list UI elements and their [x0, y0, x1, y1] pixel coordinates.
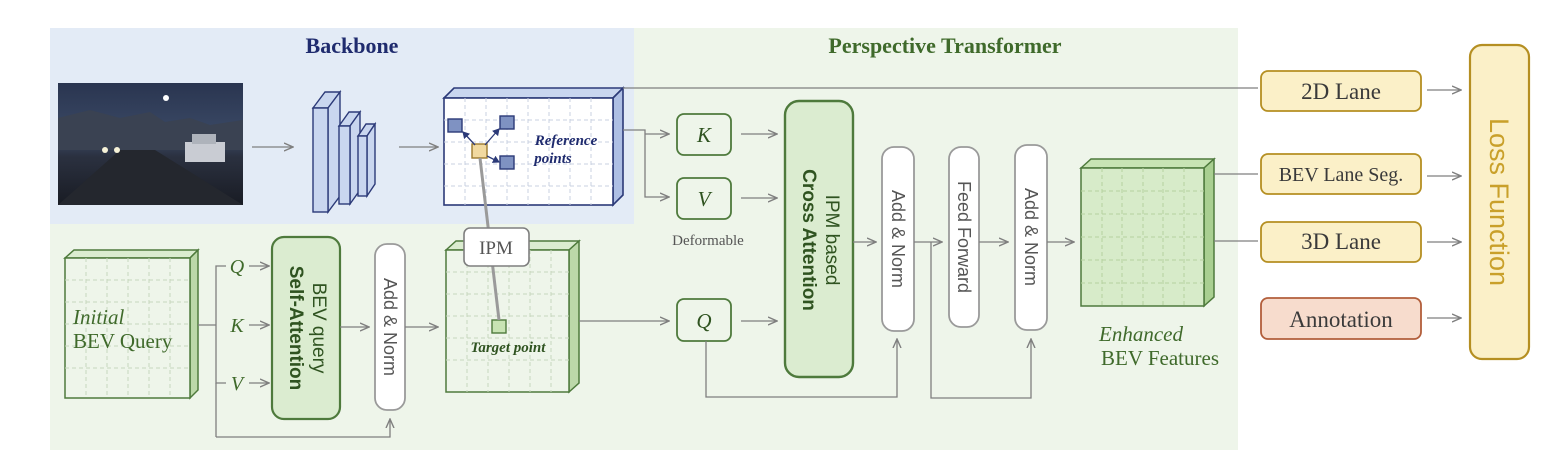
loss-function-label: Loss Function [1484, 118, 1514, 286]
output-2d-lane-label: 2D Lane [1301, 79, 1381, 104]
camera-image [58, 83, 243, 205]
reference-point-marker [499, 155, 515, 170]
enhanced-bev-features [1079, 157, 1216, 308]
v-box: V [676, 177, 732, 220]
k-box: K [676, 113, 732, 156]
reference-points-label-line2: points [532, 151, 572, 167]
add-norm-block-2: Add & Norm [881, 146, 915, 332]
cnn-backbone-blocks [311, 89, 377, 215]
output-3d-lane-label: 3D Lane [1301, 229, 1381, 254]
loss-function-block: Loss Function [1468, 43, 1531, 361]
output-bev-lane-seg-label: BEV Lane Seg. [1279, 164, 1404, 186]
add-norm-label-1: Add & Norm [380, 278, 400, 376]
reference-points-label-line1: Reference [534, 133, 598, 149]
ipm-label: IPM [479, 238, 513, 259]
q-box: Q [676, 298, 732, 342]
k-label: K [229, 315, 245, 337]
cross-attention-line1: IPM based [821, 195, 842, 286]
image-feature-map: Reference points [442, 86, 625, 207]
reference-point-marker [447, 118, 463, 133]
target-point-label: Target point [471, 340, 547, 356]
output-annotation: Annotation [1260, 297, 1422, 340]
cross-attention-block: IPM based Cross Attention [783, 99, 855, 379]
initial-query-label-line1: Initial [72, 305, 124, 329]
q-box-label: Q [696, 309, 711, 333]
add-norm-label-2: Add & Norm [888, 190, 908, 288]
ipm-box: IPM [463, 227, 530, 267]
self-attention-line2: Self-Attention [285, 266, 306, 391]
projected-point-marker [471, 143, 488, 159]
k-box-label: K [696, 123, 712, 147]
output-annotation-label: Annotation [1289, 307, 1393, 332]
enhanced-label-line2: BEV Features [1101, 346, 1219, 370]
self-attention-line1: BEV query [308, 283, 329, 374]
enhanced-label-line1: Enhanced [1098, 322, 1183, 346]
target-point-marker [491, 319, 507, 334]
output-3d-lane: 3D Lane [1260, 221, 1422, 263]
q-label: Q [230, 256, 245, 278]
reference-point-marker [499, 115, 515, 130]
transformer-title: Perspective Transformer [828, 33, 1061, 58]
v-box-label: V [698, 187, 713, 211]
output-bev-lane-seg: BEV Lane Seg. [1260, 153, 1422, 195]
qkv-branch: Q K V [198, 256, 268, 437]
feed-forward-block: Feed Forward [948, 146, 980, 328]
v-label: V [231, 373, 246, 395]
deformable-label: Deformable [672, 233, 744, 249]
add-norm-label-3: Add & Norm [1021, 188, 1041, 286]
feed-forward-label: Feed Forward [954, 181, 974, 293]
add-norm-block-3: Add & Norm [1014, 144, 1048, 331]
cross-attention-line2: Cross Attention [798, 169, 819, 311]
add-norm-block-1: Add & Norm [374, 243, 406, 411]
initial-bev-query: Initial BEV Query [63, 248, 200, 400]
output-2d-lane: 2D Lane [1260, 70, 1422, 112]
backbone-title: Backbone [306, 33, 399, 58]
self-attention-block: BEV query Self-Attention [270, 235, 342, 421]
initial-query-label-line2: BEV Query [73, 329, 173, 353]
